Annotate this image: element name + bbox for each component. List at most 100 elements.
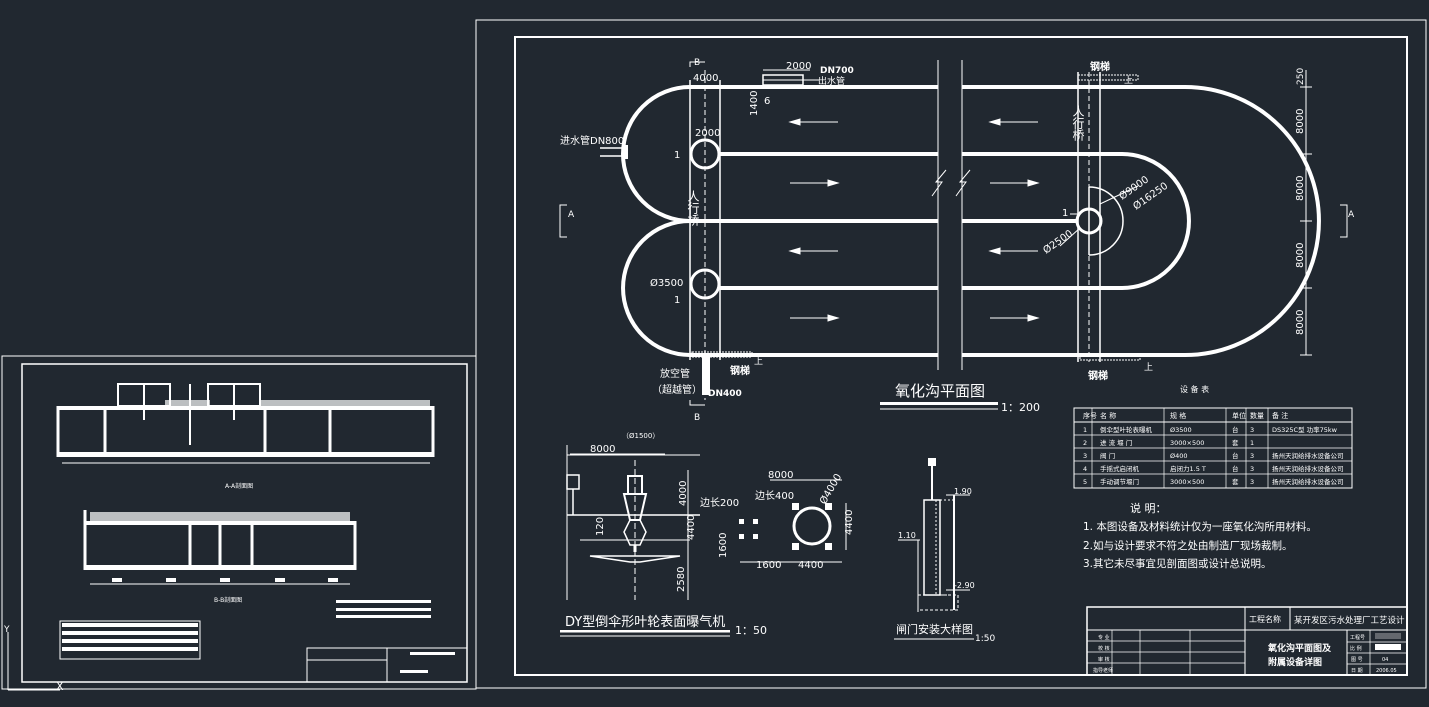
drawing-number: 04 (1382, 657, 1388, 663)
svg-text:X: X (56, 680, 64, 693)
equipment-row-cell: Ø400 (1170, 452, 1188, 460)
equipment-header-cell: 名 称 (1100, 411, 1116, 420)
title-block: 工程名称 某开发区污水处理厂工艺设计 氧化沟平面图及 附属设备详图 专 业 校 … (1086, 606, 1408, 676)
bridge-left-label: 人行桥 (686, 190, 700, 227)
aerator-detail: 8000 （Ø1500） 4000 4400 120 2580 边长200 边长… (560, 432, 855, 637)
left-sheet-outer-frame (1, 355, 477, 690)
equipment-row-cell: 启闭力1.5 T (1170, 464, 1206, 473)
role-3: 审 核 (1098, 656, 1110, 663)
section-aa: A-A剖面图 (56, 383, 435, 490)
aerator-dim-4400-b: 4400 (844, 510, 855, 535)
right-outer-loop (962, 85, 1321, 357)
equipment-header-cell: 备 注 (1272, 411, 1288, 420)
svg-text:Y: Y (3, 625, 10, 635)
note-1: 1. 本图设备及材料统计仅为一座氧化沟所用材料。 (1083, 520, 1317, 533)
plan-scale: 1：200 (1001, 401, 1040, 414)
date-label: 日 期 (1351, 668, 1363, 674)
equipment-row-cell: 台 (1232, 464, 1239, 473)
equipment-row-cell: 阀 门 (1100, 451, 1115, 460)
tb-label-2: 比 例 (1350, 645, 1362, 652)
equipment-table-title: 设 备 表 (1180, 384, 1209, 394)
equipment-row-cell: 倒伞型叶轮表曝机 (1100, 425, 1153, 434)
aerator-dim-4400: 4400 (686, 515, 697, 540)
equipment-row-cell: 手摇式启闭机 (1100, 464, 1140, 473)
aerator-dim-8000-b: 8000 (768, 470, 793, 481)
equipment-header-cell: 单位 (1232, 411, 1246, 420)
ladder-bottom-left: 钢梯 (730, 364, 750, 377)
main-sheet-inner-frame (514, 36, 1408, 676)
equipment-row-cell: 手动调节堰门 (1100, 477, 1139, 486)
dim-2000-circle: 2000 (695, 128, 720, 139)
equipment-header-cell: 规 格 (1170, 411, 1186, 420)
equipment-row-cell: 套 (1232, 477, 1239, 486)
aerator-dim-1600-h: 1600 (756, 560, 781, 571)
dim-6: 6 (764, 96, 770, 107)
aerator-dim-4400-h: 4400 (798, 560, 823, 571)
equipment-row-cell: 扬州天润给排水设备公司 (1272, 451, 1344, 460)
equipment-row-cell: 2 (1083, 439, 1087, 447)
equipment-row-cell: 台 (1232, 425, 1239, 434)
aerator-dim-4000-b: Ø4000 (817, 472, 844, 507)
equipment-header-cell: 序号 (1083, 411, 1097, 420)
aerator-dim-4000: 4000 (678, 481, 689, 506)
dim-8000-3: 8000 (1295, 243, 1306, 268)
main-sheet-outer-frame (475, 19, 1427, 689)
dim-8000-4: 8000 (1295, 310, 1306, 335)
equipment-row-cell: 3000×500 (1170, 478, 1204, 486)
role-4: 指导老师 (1093, 667, 1113, 674)
equipment-row-cell: 3 (1083, 452, 1087, 460)
gate-level-2: 1.10 (898, 531, 916, 540)
aerator-title: DY型倒伞形叶轮表面曝气机 (565, 614, 725, 630)
vent-sub-label: （超越管） (652, 383, 702, 396)
dim-2000-top: 2000 (786, 61, 811, 72)
aerator-scale: 1：50 (735, 624, 767, 637)
left-sheet: A-A剖面图 B-B剖面图 (1, 355, 477, 693)
dim-8000-1: 8000 (1295, 109, 1306, 134)
oxidation-ditch-plan: B B A A 4000 2000 1400 6 DN700 出水管 进水管DN… (559, 58, 1355, 423)
aerator-dim-side200: 边长200 (700, 497, 739, 509)
equipment-row-cell: 扬州天润给排水设备公司 (1272, 477, 1344, 486)
drawing-name: 氧化沟平面图及 (1267, 642, 1332, 654)
note-3: 3.其它未尽事宜见剖面图或设计总说明。 (1083, 557, 1272, 570)
vent-dn: DN400 (708, 389, 742, 399)
left-lower-loop (621, 219, 938, 357)
section-bb: B-B剖面图 (83, 510, 357, 604)
equipment-row-cell: 3 (1250, 465, 1254, 473)
project-name: 某开发区污水处理厂工艺设计 (1294, 615, 1405, 626)
equipment-row-cell: 1 (1250, 439, 1254, 447)
aerator-dim-8000: 8000 (590, 444, 615, 455)
drawing-number-label: 图 号 (1351, 657, 1363, 663)
up-bottom: 上 (1144, 362, 1153, 373)
inlet-label: 进水管DN800 (560, 134, 624, 147)
equipment-row-cell: 扬州天润给排水设备公司 (1272, 464, 1344, 473)
tb-label-1: 工程号 (1350, 634, 1365, 641)
gate-level-1: 1.90 (954, 487, 972, 496)
aerator-dim-2580: 2580 (676, 567, 687, 592)
equipment-row-cell: 4 (1083, 465, 1087, 473)
dim-250: 250 (1296, 68, 1306, 85)
section-aa-title: A-A剖面图 (225, 482, 253, 490)
section-bb-title: B-B剖面图 (214, 596, 242, 604)
dim-8000-2: 8000 (1295, 176, 1306, 201)
equipment-row-cell: 3 (1250, 426, 1254, 434)
equipment-header-cell: 数量 (1250, 411, 1264, 420)
equipment-row-cell: 3 (1250, 478, 1254, 486)
equipment-row-cell: Ø3500 (1170, 426, 1192, 434)
label-1-a: 1 (674, 150, 680, 161)
right-inner-loop (962, 152, 1191, 290)
date: 2006.05 (1376, 668, 1397, 674)
dim-3500: Ø3500 (650, 277, 683, 289)
equipment-row-cell: 3 (1250, 452, 1254, 460)
note-2: 2.如与设计要求不符之处由制造厂现场裁制。 (1083, 539, 1293, 552)
gate-scale: 1:50 (975, 634, 995, 644)
up-bottom-left: 上 (754, 356, 763, 367)
equipment-row-cell: 3000×500 (1170, 439, 1204, 447)
dim-2500: Ø2500 (1041, 228, 1075, 257)
equipment-row-cell: 进 流 堰 门 (1100, 438, 1132, 447)
gate-title: 闸门安装大样图 (896, 622, 973, 636)
role-1: 专 业 (1098, 634, 1110, 641)
equipment-row-cell: 1 (1083, 426, 1087, 434)
equipment-row-cell: DS325C型 功率75kw (1272, 425, 1338, 434)
ladder-top: 钢梯 (1090, 60, 1110, 73)
